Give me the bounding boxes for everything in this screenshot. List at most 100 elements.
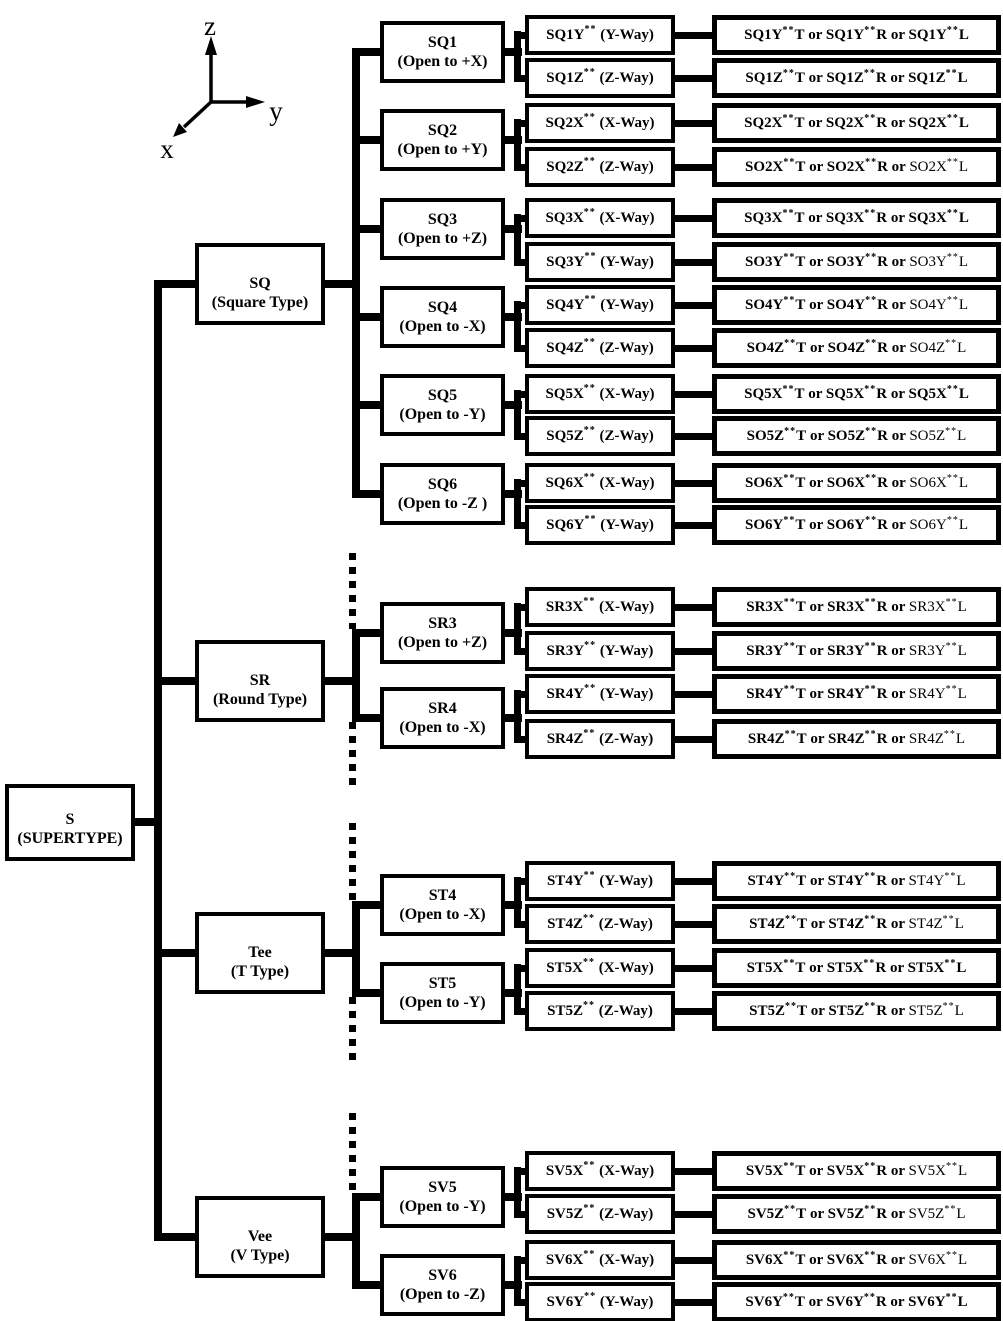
leaf-label-code: SO3Y <box>909 253 947 270</box>
leaf-joiner: or <box>805 516 827 533</box>
leaf-suffix: R <box>877 427 888 444</box>
leaf-variant-l: SO6X**L <box>909 473 968 492</box>
leaf-suffix: T <box>795 685 806 702</box>
leaf-label-sup: ** <box>944 870 957 882</box>
node-sq1z: SQ1Z** (Z-Way) <box>525 58 675 98</box>
connector-leaf-sq4z <box>675 345 712 352</box>
way-label-way: (Z-Way) <box>598 915 653 932</box>
leaf-variant-l: SQ3X**L <box>908 207 968 227</box>
leaf-joiner: or <box>805 959 827 976</box>
leaf-label-sup: ** <box>946 1249 958 1261</box>
stub-way-sq2x <box>514 120 525 127</box>
leaf-label-sup: ** <box>783 1249 796 1261</box>
node-st4y: ST4Y** (Y-Way) <box>525 861 675 901</box>
leaf-label-code: SQ2X <box>908 114 947 131</box>
leaf-label-sup: ** <box>863 1291 876 1303</box>
connector-leaf-st5x <box>675 965 712 972</box>
leaf-suffix: L <box>956 1205 966 1222</box>
leaf-suffix: L <box>954 915 964 932</box>
leaf-variant-t: SR4Z**T <box>748 729 807 748</box>
leaf-suffix: R <box>877 296 888 313</box>
node-label-line2: (Open to +X) <box>397 53 488 70</box>
way-label-sup: ** <box>583 382 596 394</box>
connector-leaf-sq4y <box>675 302 712 309</box>
leaf-variant-l: SO6Y**L <box>909 515 968 534</box>
node-label-line2: (SUPERTYPE) <box>17 830 123 847</box>
node-sv5z: SV5Z** (Z-Way) <box>525 1194 675 1234</box>
leaf-label-sup: ** <box>783 472 796 484</box>
leaf-variant-r: SQ3X**R <box>826 208 887 227</box>
leaf-sr3y: SR3Y**T or SR3Y**R or SR3Y**L <box>712 631 1001 671</box>
node-label-line2: (V Type) <box>230 1247 290 1264</box>
leaf-variant-r: ST5Z**R <box>828 1001 887 1020</box>
node-label-line2: (Open to -Y) <box>399 406 486 423</box>
node-sv5: SV5(Open to -Y) <box>380 1166 505 1228</box>
leaf-suffix: T <box>795 959 806 976</box>
node-label-line1: SR <box>249 672 271 689</box>
way-label-way: (Y-Way) <box>600 253 654 270</box>
connector-leaf-st5z <box>675 1008 712 1015</box>
bracket-ways-sq6 <box>514 479 521 529</box>
leaf-suffix: T <box>794 114 805 131</box>
node-label-line2: (T Type) <box>230 963 290 980</box>
leaf-label-code: SV5Z <box>747 1205 785 1222</box>
leaf-variant-t: SV6X**T <box>746 1249 806 1269</box>
stub-sq3 <box>352 225 380 233</box>
leaf-variant-r: ST5X**R <box>826 958 887 977</box>
way-label-way: (X-Way) <box>599 474 655 491</box>
leaf-label-sup: ** <box>946 251 959 263</box>
node-sq2x: SQ2X** (X-Way) <box>525 103 675 143</box>
way-label-code: ST4Y <box>546 872 584 889</box>
leaf-joiner: or <box>807 915 829 932</box>
leaf-variant-t: SO4Y**T <box>744 295 805 314</box>
leaf-suffix: L <box>954 1002 964 1019</box>
leaf-label-code: SQ1Y <box>908 26 947 43</box>
leaf-label-code: SQ1Z <box>826 69 864 86</box>
stub-way-sq3y <box>514 259 525 266</box>
leaf-label-code: SO5Z <box>746 427 785 444</box>
leaf-label-code: SO4Y <box>744 296 784 313</box>
connector-subtype-sv6 <box>505 1281 522 1289</box>
node-sv5x: SV5X** (X-Way) <box>525 1151 675 1191</box>
node-label-line2: (Open to -Z ) <box>397 495 488 512</box>
leaf-label-sup: ** <box>946 383 959 395</box>
leaf-variant-r: SQ1Y**R <box>826 25 887 44</box>
connector-trunk-sr <box>154 677 195 685</box>
way-label-code: SQ1Y <box>546 26 585 43</box>
way-label-way: (Z-Way) <box>599 158 654 175</box>
way-label-way: (Z-Way) <box>599 730 654 747</box>
way-label-code: SQ2X <box>545 114 584 131</box>
leaf-suffix: T <box>794 1293 805 1310</box>
connector-subtype-sr4 <box>505 714 522 722</box>
stub-way-sr4y <box>514 691 525 698</box>
leaf-sq6x: SO6X**T or SO6X**R or SO6X**L <box>712 463 1001 503</box>
node-sq6: SQ6(Open to -Z ) <box>380 463 505 525</box>
axis-x-arrowhead <box>173 123 187 137</box>
leaf-suffix: R <box>877 516 888 533</box>
way-label-way: (Y-Way) <box>600 296 654 313</box>
leaf-joiner: or <box>887 1251 909 1268</box>
axis-y-arrowhead <box>246 96 265 108</box>
stub-sv6 <box>352 1281 380 1289</box>
leaf-label-code: ST5X <box>826 959 864 976</box>
leaf-label-sup: ** <box>863 67 876 79</box>
node-sq: SQ(Square Type) <box>195 243 325 325</box>
stub-way-st5x <box>514 965 525 972</box>
leaf-variant-t: SR3X**T <box>746 597 806 616</box>
way-label-code: SR3X <box>545 598 584 615</box>
leaf-label-code: SO2X <box>826 158 866 175</box>
leaf-sq1y: SQ1Y**T or SQ1Y**R or SQ1Y**L <box>712 15 1001 55</box>
stub-sr3 <box>352 629 380 637</box>
leaf-label-sup: ** <box>946 207 959 219</box>
leaf-label-code: SQ2X <box>744 114 783 131</box>
leaf-label-code: ST5Z <box>828 1002 865 1019</box>
leaf-label-code: ST4Z <box>749 915 785 932</box>
node-sq5: SQ5(Open to -Y) <box>380 374 505 436</box>
leaf-label-sup: ** <box>783 957 796 969</box>
leaf-joiner: or <box>805 685 828 702</box>
leaf-sq6y: SO6Y**T or SO6Y**R or SO6Y**L <box>712 505 1001 545</box>
leaf-label-sup: ** <box>785 913 797 925</box>
connector-subtype-st5 <box>505 989 522 997</box>
leaf-variant-r: SR3X**R <box>827 597 887 616</box>
